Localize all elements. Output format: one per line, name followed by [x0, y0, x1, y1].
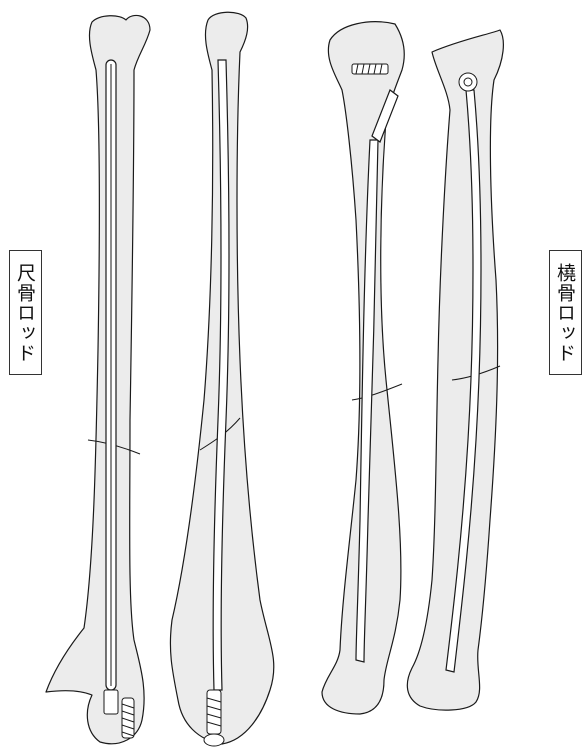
- radius-screw-1: [352, 64, 388, 74]
- ulna-bone-1: [46, 15, 150, 743]
- radius-bone-1: [322, 22, 404, 714]
- ulna-screw-1: [122, 698, 134, 738]
- radius-rod-label: 橈骨ロッド: [549, 250, 582, 375]
- ulna-bone-2: [170, 12, 273, 746]
- radius-bone-2: [407, 30, 503, 710]
- ulna-screw-2: [204, 690, 224, 746]
- ulna-rod-label: 尺骨ロッド: [9, 250, 42, 375]
- radius-rod-head: [459, 73, 477, 91]
